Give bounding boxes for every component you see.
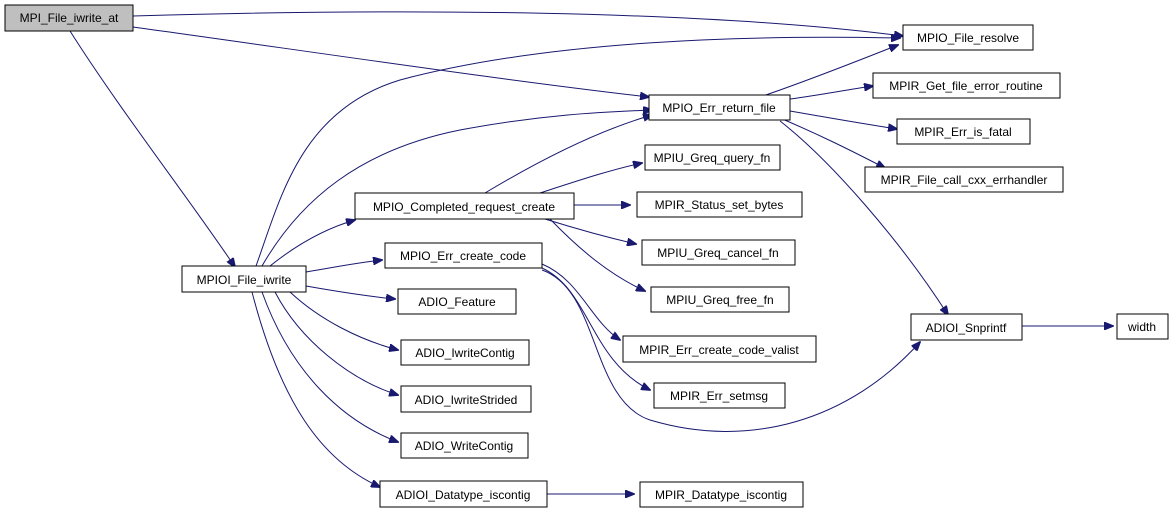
node-mpio-file-resolve[interactable]: MPIO_File_resolve [902, 24, 1034, 51]
edge-mpioi-to-err-return-file [261, 110, 652, 267]
node-label: MPIR_Err_setmsg [670, 389, 768, 403]
node-mpir-err-create-code-valist[interactable]: MPIR_Err_create_code_valist [622, 335, 817, 363]
node-mpiu-greq-cancel-fn[interactable]: MPIU_Greq_cancel_fn [641, 239, 796, 266]
edge-err-create-code-to-err-create-code-valist [541, 263, 620, 340]
node-label: MPIO_Err_create_code [400, 249, 526, 263]
node-mpi-file-iwrite-at[interactable]: MPI_File_iwrite_at [4, 4, 134, 32]
node-label: MPIOI_File_iwrite [197, 273, 292, 287]
edge-completed-request-create-to-greq-cancel-fn [544, 218, 636, 244]
edge-err-return-file-to-adioi-snprintf [779, 120, 948, 315]
node-label: ADIOI_Snprintf [926, 321, 1007, 335]
node-label: MPIO_Completed_request_create [373, 200, 555, 214]
edge-completed-request-create-to-greq-free-fn [549, 218, 645, 291]
node-label: MPIR_Err_is_fatal [914, 125, 1011, 139]
edge-mpioi-to-file-resolve [255, 37, 900, 267]
node-label: MPIU_Greq_free_fn [666, 293, 773, 307]
node-label: ADIOI_Datatype_iscontig [396, 488, 531, 502]
node-label: MPIR_Status_set_bytes [655, 198, 784, 212]
node-adio-feature[interactable]: ADIO_Feature [397, 288, 517, 315]
node-label: MPIR_File_call_cxx_errhandler [881, 173, 1048, 187]
node-adio-iwritestrided[interactable]: ADIO_IwriteStrided [400, 385, 532, 413]
node-label: MPIR_Err_create_code_valist [639, 343, 799, 357]
node-label: MPI_File_iwrite_at [20, 11, 119, 25]
node-label: MPIR_Datatype_iscontig [655, 488, 787, 502]
edge-err-create-code-to-err-setmsg [541, 267, 650, 390]
node-adioi-datatype-iscontig[interactable]: ADIOI_Datatype_iscontig [379, 480, 548, 508]
node-mpir-datatype-iscontig[interactable]: MPIR_Datatype_iscontig [639, 481, 804, 508]
node-label: MPIO_File_resolve [917, 31, 1019, 45]
node-mpir-err-is-fatal[interactable]: MPIR_Err_is_fatal [896, 118, 1031, 145]
edge-mpioi-to-adio-iwritestrided [274, 291, 398, 395]
node-label: ADIO_WriteContig [415, 439, 513, 453]
edge-completed-request-create-to-err-return-file [484, 115, 652, 194]
node-label: ADIO_IwriteContig [415, 346, 514, 360]
edge-mpioi-to-adio-feature [305, 285, 395, 299]
node-mpio-err-return-file[interactable]: MPIO_Err_return_file [648, 94, 791, 121]
edge-mpioi-to-err-create-code [305, 260, 382, 273]
edge-iwrite-at-to-mpioi-file-iwrite [69, 30, 235, 267]
edge-err-return-file-to-file-call-cxx-errhandler [779, 117, 885, 168]
node-mpir-get-file-error-routine[interactable]: MPIR_Get_file_error_routine [872, 72, 1061, 99]
edge-err-return-file-to-get-file-error-routine [789, 86, 873, 100]
node-mpiu-greq-query-fn[interactable]: MPIU_Greq_query_fn [644, 144, 781, 171]
edge-mpioi-to-adioi-datatype-iscontig [251, 291, 380, 487]
edge-err-return-file-to-file-resolve [759, 45, 898, 98]
edge-err-return-file-to-err-is-fatal [789, 110, 897, 129]
node-adio-iwritecontig[interactable]: ADIO_IwriteContig [400, 339, 530, 366]
node-mpir-err-setmsg[interactable]: MPIR_Err_setmsg [653, 382, 786, 409]
node-label: MPIU_Greq_cancel_fn [657, 246, 778, 260]
node-adio-writecontig[interactable]: ADIO_WriteContig [400, 432, 529, 459]
node-mpiu-greq-free-fn[interactable]: MPIU_Greq_free_fn [650, 286, 790, 313]
node-label: MPIR_Get_file_error_routine [889, 79, 1043, 93]
edge-mpioi-to-adio-iwritecontig [289, 291, 398, 350]
node-mpir-status-set-bytes[interactable]: MPIR_Status_set_bytes [636, 191, 803, 218]
nodes: MPI_File_iwrite_at MPIO_File_resolve MPI… [4, 4, 1169, 508]
node-width[interactable]: width [1116, 313, 1169, 340]
node-mpio-err-create-code[interactable]: MPIO_Err_create_code [384, 242, 543, 269]
node-label: ADIO_IwriteStrided [415, 393, 518, 407]
node-mpir-file-call-cxx-errhandler[interactable]: MPIR_File_call_cxx_errhandler [864, 166, 1064, 193]
edge-mpioi-to-adio-writecontig [261, 291, 398, 442]
node-mpioi-file-iwrite[interactable]: MPIOI_File_iwrite [181, 265, 307, 293]
node-adioi-snprintf[interactable]: ADIOI_Snprintf [910, 313, 1023, 341]
node-label: MPIU_Greq_query_fn [654, 151, 771, 165]
edge-iwrite-at-to-file-resolve [132, 11, 903, 36]
node-mpio-completed-request-create[interactable]: MPIO_Completed_request_create [354, 192, 575, 220]
node-label: width [1127, 320, 1156, 334]
node-label: MPIO_Err_return_file [662, 101, 776, 115]
edge-iwrite-at-to-err-return-file [132, 26, 649, 97]
edge-completed-request-create-to-greq-query-fn [539, 163, 642, 194]
edge-err-create-code-to-adioi-snprintf [541, 269, 920, 432]
edge-mpioi-to-completed-request-create [269, 220, 355, 267]
edges [69, 11, 1113, 494]
node-label: ADIO_Feature [418, 295, 496, 309]
